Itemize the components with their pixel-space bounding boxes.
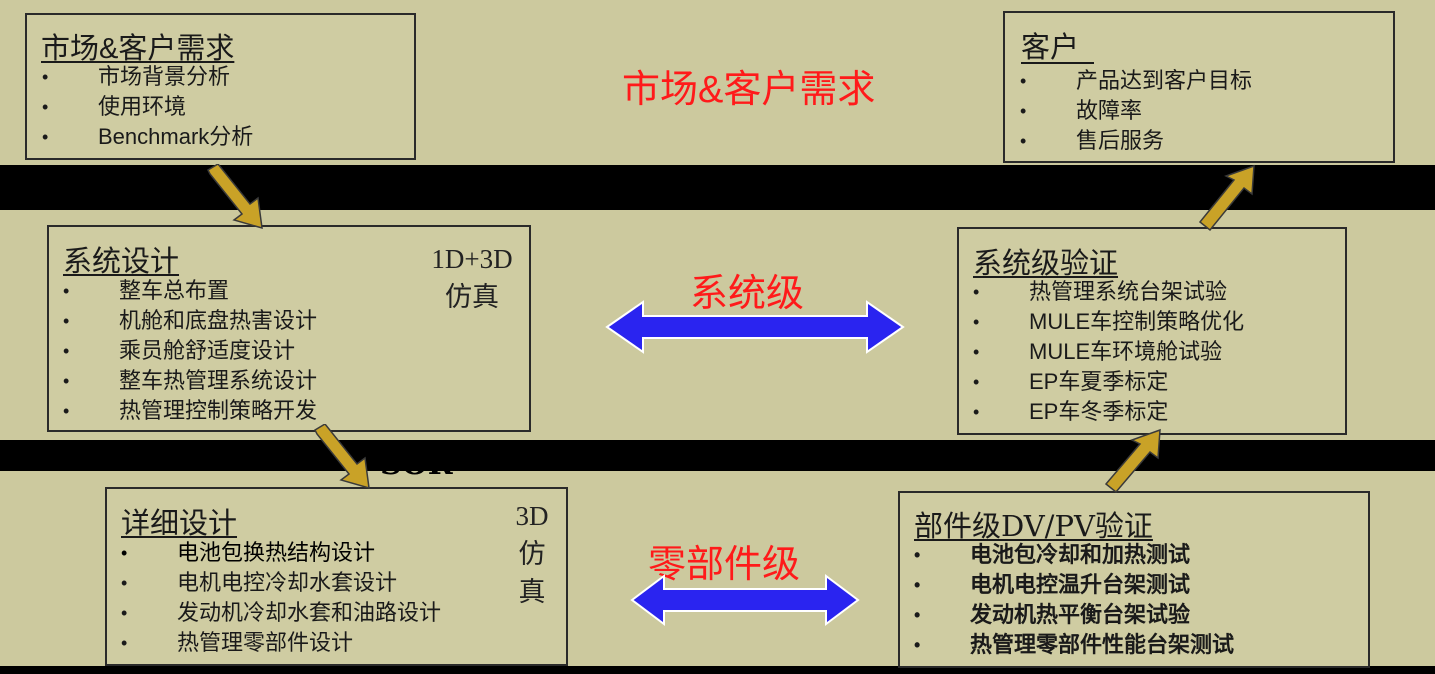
sor-cover (360, 440, 500, 460)
system-validation-box: 系统级验证 热管理系统台架试验 MULE车控制策略优化 MULE车环境舱试验 E… (957, 227, 1347, 435)
list-item: 整车总布置 (63, 276, 317, 306)
component-level-label: 零部件级 (648, 544, 801, 586)
market-demand-title: 市场&客户需求 (41, 33, 235, 65)
list-item: 热管理系统台架试验 (973, 277, 1244, 307)
flow-arrow-market-to-design (198, 164, 270, 232)
sim-line: 3D (515, 501, 549, 531)
list-item: 电机电控冷却水套设计 (121, 568, 441, 598)
customer-title: 客户 (1021, 32, 1080, 64)
sim-line: 仿 (518, 539, 546, 569)
component-validation-title: 部件级DV/PV验证 (914, 509, 1153, 543)
customer-list: 产品达到客户目标 故障率 售后服务 (1020, 66, 1252, 156)
list-item: 乘员舱舒适度设计 (63, 336, 317, 366)
list-item: Benchmark分析 (42, 122, 253, 152)
list-item: 电池包冷却和加热测试 (914, 540, 1234, 570)
list-item: 发动机冷却水套和油路设计 (121, 598, 441, 628)
list-item: MULE车控制策略优化 (973, 307, 1244, 337)
component-validation-box: 部件级DV/PV验证 电池包冷却和加热测试 电机电控温升台架测试 发动机热平衡台… (898, 491, 1370, 668)
sim-line: 仿真 (445, 282, 499, 312)
market-demand-box: 市场&客户需求 市场背景分析 使用环境 Benchmark分析 (25, 13, 416, 160)
market-demand-header-label: 市场&客户需求 (622, 69, 876, 111)
list-item: EP车冬季标定 (973, 397, 1244, 427)
flow-arrow-design-to-detail (305, 424, 377, 492)
market-demand-list: 市场背景分析 使用环境 Benchmark分析 (42, 62, 253, 152)
system-design-list: 整车总布置 机舱和底盘热害设计 乘员舱舒适度设计 整车热管理系统设计 热管理控制… (63, 276, 317, 426)
detail-design-title: 详细设计 (121, 508, 238, 540)
detail-design-list: 电池包换热结构设计 电机电控冷却水套设计 发动机冷却水套和油路设计 热管理零部件… (121, 538, 441, 658)
customer-title-underline (1021, 62, 1094, 64)
list-item: 电机电控温升台架测试 (914, 570, 1234, 600)
list-item: 发动机热平衡台架试验 (914, 600, 1234, 630)
flow-arrow-validation-to-customer (1194, 164, 1264, 232)
system-design-title: 系统设计 (63, 246, 180, 278)
system-level-label: 系统级 (690, 273, 805, 315)
component-level-double-arrow (630, 574, 860, 626)
flow-arrow-component-to-system-validation (1100, 428, 1170, 494)
list-item: 售后服务 (1020, 126, 1252, 156)
list-item: 热管理零部件性能台架测试 (914, 630, 1234, 660)
list-item: 产品达到客户目标 (1020, 66, 1252, 96)
list-item: EP车夏季标定 (973, 367, 1244, 397)
detail-design-box: 详细设计 3D 仿 真 电池包换热结构设计 电机电控冷却水套设计 发动机冷却水套… (105, 487, 568, 666)
system-validation-list: 热管理系统台架试验 MULE车控制策略优化 MULE车环境舱试验 EP车夏季标定… (973, 277, 1244, 427)
system-design-sim-note: 1D+3D 仿真 (417, 243, 527, 313)
system-level-double-arrow (605, 300, 905, 354)
list-item: 机舱和底盘热害设计 (63, 306, 317, 336)
list-item: 故障率 (1020, 96, 1252, 126)
customer-box: 客户 产品达到客户目标 故障率 售后服务 (1003, 11, 1395, 163)
sim-line: 1D+3D (431, 244, 513, 274)
system-validation-title: 系统级验证 (973, 248, 1119, 280)
system-design-box: 系统设计 1D+3D 仿真 整车总布置 机舱和底盘热害设计 乘员舱舒适度设计 整… (47, 225, 531, 432)
list-item: MULE车环境舱试验 (973, 337, 1244, 367)
list-item: 市场背景分析 (42, 62, 253, 92)
sim-line: 真 (518, 577, 546, 607)
list-item: 整车热管理系统设计 (63, 366, 317, 396)
bottom-divider-band (0, 666, 1435, 674)
middle-divider-band (0, 440, 1435, 471)
list-item: 热管理控制策略开发 (63, 396, 317, 426)
list-item: 电池包换热结构设计 (121, 538, 441, 568)
component-validation-list: 电池包冷却和加热测试 电机电控温升台架测试 发动机热平衡台架试验 热管理零部件性… (914, 540, 1234, 660)
detail-design-sim-note: 3D 仿 真 (502, 497, 562, 611)
list-item: 使用环境 (42, 92, 253, 122)
list-item: 热管理零部件设计 (121, 628, 441, 658)
